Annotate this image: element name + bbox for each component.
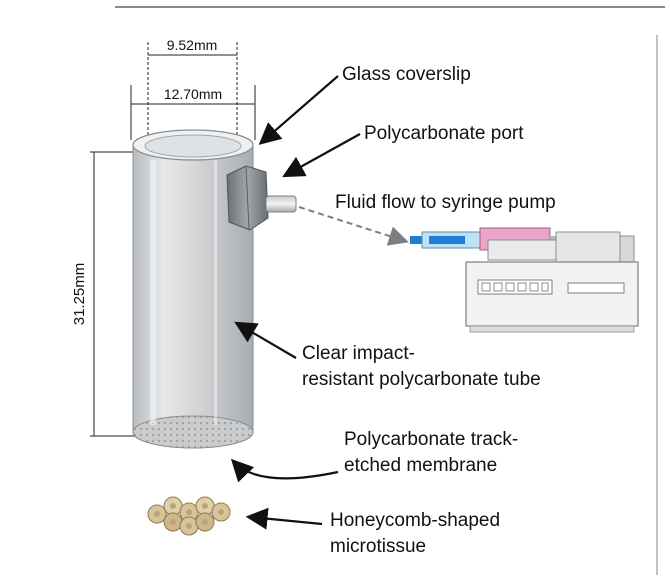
membrane-label-line2: etched membrane bbox=[344, 455, 497, 476]
outer-diameter-dimension: 12.70mm bbox=[130, 85, 256, 140]
polycarbonate-port-label: Polycarbonate port bbox=[364, 123, 524, 144]
fluid-flow-label: Fluid flow to syringe pump bbox=[335, 192, 556, 213]
outer-diameter-label: 12.70mm bbox=[164, 86, 222, 102]
height-label: 31.25mm bbox=[71, 263, 88, 326]
inner-diameter-dimension: 9.52mm bbox=[147, 37, 238, 140]
syringe-fluid bbox=[429, 236, 465, 244]
tube-label-line1: Clear impact- bbox=[302, 343, 415, 364]
tube-label-line2: resistant polycarbonate tube bbox=[302, 369, 541, 390]
port-arrow bbox=[282, 133, 361, 178]
coverslip-arrow bbox=[258, 75, 339, 145]
height-dimension: 31.25mm bbox=[71, 151, 138, 437]
track-etched-membrane bbox=[132, 415, 254, 449]
microtissue-label-line2: microtissue bbox=[330, 536, 426, 557]
honeycomb-microtissue bbox=[147, 496, 231, 536]
glass-coverslip bbox=[144, 134, 242, 158]
pump-display bbox=[567, 282, 625, 294]
membrane-label-line1: Polycarbonate track- bbox=[344, 429, 518, 450]
polycarbonate-tube bbox=[132, 129, 254, 449]
fluid-flow-arrow bbox=[298, 206, 409, 246]
tube-arrow bbox=[234, 321, 297, 359]
syringe-needle-hub bbox=[410, 236, 422, 244]
pump-drive-block bbox=[555, 231, 621, 265]
glass-coverslip-label: Glass coverslip bbox=[342, 64, 471, 85]
membrane-arrow bbox=[230, 458, 339, 483]
port-nozzle bbox=[265, 195, 297, 213]
syringe-pump bbox=[410, 227, 639, 333]
microtissue-label-line1: Honeycomb-shaped bbox=[330, 510, 500, 531]
polycarbonate-port bbox=[226, 165, 297, 231]
inner-diameter-label: 9.52mm bbox=[167, 37, 218, 53]
microtissue-arrow bbox=[245, 507, 323, 530]
